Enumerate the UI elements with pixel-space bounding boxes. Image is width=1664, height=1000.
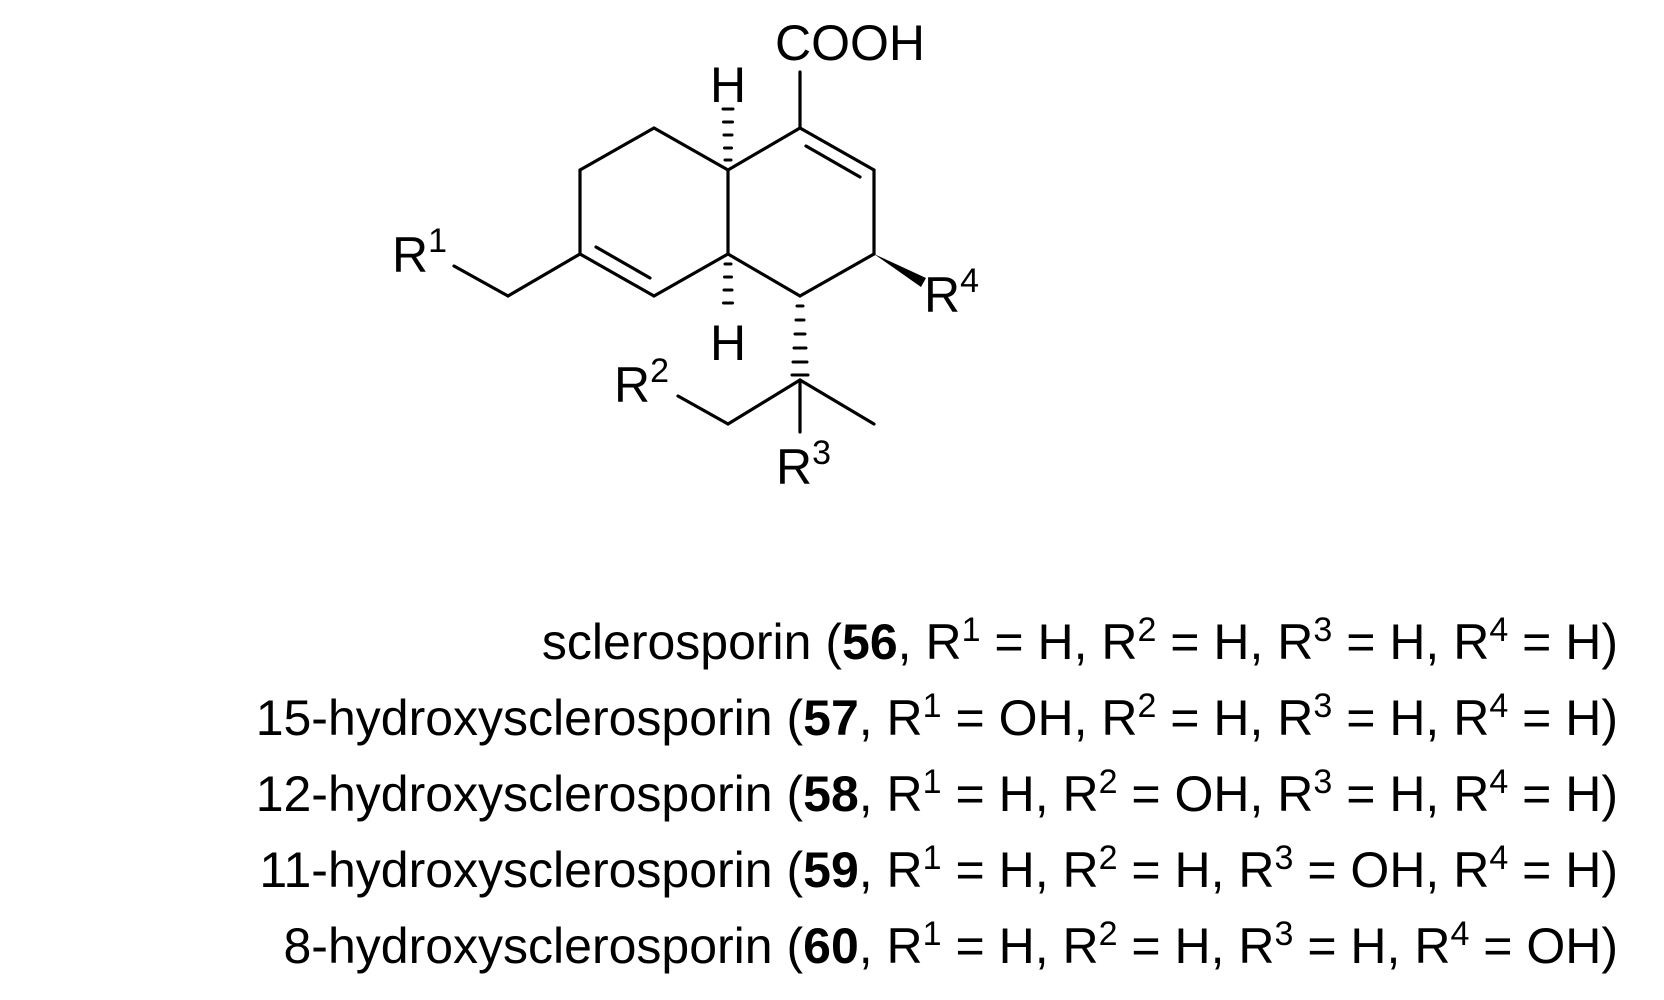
compound-name: 11-hydroxysclerosporin	[259, 842, 773, 898]
bond-cq-ch2	[726, 378, 802, 426]
compound-number: 57	[803, 690, 859, 746]
h-bottom-label: H	[710, 315, 746, 371]
r4-value: H	[1565, 842, 1602, 898]
r2-value: H	[1174, 842, 1211, 898]
compound-number: 60	[803, 918, 859, 974]
r4-label: R4	[924, 262, 979, 323]
r3-label: R3	[776, 434, 831, 495]
r2-value: OH	[1174, 766, 1250, 822]
compound-line-sclerosporin: sclerosporin (56, R1 = H, R2 = H, R3 = H…	[541, 611, 1618, 670]
compound-number: 56	[842, 614, 898, 670]
r4-value: H	[1565, 614, 1602, 670]
ring-bonds	[578, 126, 876, 298]
r4-value: H	[1565, 766, 1602, 822]
bond-c9-c10	[578, 252, 656, 298]
bond-c9-c10-double	[594, 245, 652, 280]
r4-value: OH	[1526, 918, 1602, 974]
bond-c1-c2	[726, 126, 802, 172]
bond-c9-ch2	[506, 252, 582, 298]
r1-label: R1	[392, 222, 447, 283]
r3-value: H	[1389, 690, 1426, 746]
r1-value: H	[998, 842, 1035, 898]
r2-value: H	[1213, 614, 1250, 670]
r2-value: H	[1174, 918, 1211, 974]
wedge-bond-r4	[874, 254, 926, 287]
compound-line-12-hydroxysclerosporin: 12-hydroxysclerosporin (58, R1 = H, R2 =…	[255, 763, 1618, 822]
compound-line-8-hydroxysclerosporin: 8-hydroxysclerosporin (60, R1 = H, R2 = …	[283, 915, 1619, 974]
compound-number: 59	[803, 842, 859, 898]
chemical-structure: COOH H H R1 R2 R3 R4	[392, 15, 979, 495]
bond-c2-c3-double	[804, 144, 862, 179]
r3-value: OH	[1350, 842, 1426, 898]
r2-value: H	[1213, 690, 1250, 746]
compound-name: 8-hydroxysclerosporin	[283, 918, 773, 974]
compound-line-15-hydroxysclerosporin: 15-hydroxysclerosporin (57, R1 = OH, R2 …	[255, 687, 1618, 746]
r3-value: H	[1389, 614, 1426, 670]
compound-line-11-hydroxysclerosporin: 11-hydroxysclerosporin (59, R1 = H, R2 =…	[259, 839, 1618, 898]
r3-value: H	[1389, 766, 1426, 822]
cooh-label: COOH	[775, 15, 925, 71]
hashed-bond-h-top	[721, 107, 735, 162]
bond-ch2-r1	[452, 264, 510, 298]
substituent-bonds	[452, 70, 876, 434]
compound-name: 15-hydroxysclerosporin	[255, 690, 773, 746]
bond-c4-c5	[798, 252, 876, 298]
compound-name: sclerosporin	[541, 614, 812, 670]
r1-value: H	[998, 918, 1035, 974]
bond-ch2-r2	[676, 394, 730, 426]
hashed-bond-h-bottom	[722, 262, 734, 305]
r2-label: R2	[614, 352, 669, 413]
compound-number: 58	[803, 766, 859, 822]
compound-name: 12-hydroxysclerosporin	[255, 766, 773, 822]
h-top-label: H	[710, 57, 746, 113]
bond-cq-me	[798, 378, 876, 426]
hashed-bond-side-chain	[790, 304, 810, 377]
r1-value: H	[998, 766, 1035, 822]
bond-c7-c8	[578, 126, 656, 172]
r1-value: H	[1037, 614, 1074, 670]
bond-c2-c3	[798, 126, 876, 172]
r4-value: H	[1565, 690, 1602, 746]
compound-legend: sclerosporin (56, R1 = H, R2 = H, R3 = H…	[0, 604, 1618, 984]
bond-c10-c6	[652, 252, 730, 298]
r1-value: OH	[998, 690, 1074, 746]
bond-c5-c6	[726, 252, 802, 298]
r3-value: H	[1350, 918, 1387, 974]
bond-c1-c7	[652, 126, 730, 172]
